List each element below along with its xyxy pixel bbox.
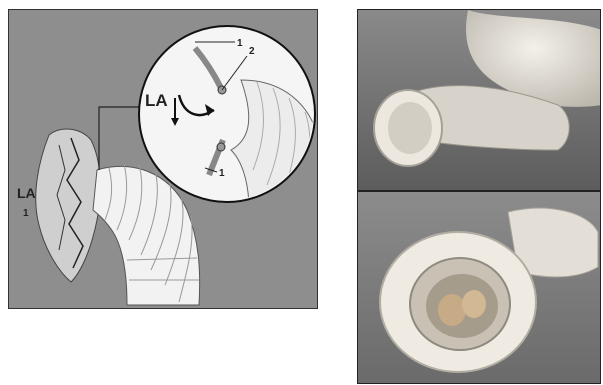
photo-top-svg — [358, 10, 601, 191]
suture-knot-bottom — [217, 143, 225, 151]
graft-flange-inner — [388, 102, 432, 154]
surgical-diagram: LA 1 LA 1 2 1 — [8, 9, 318, 309]
left-atrium-tissue — [36, 129, 101, 282]
label-1-left: 1 — [23, 208, 29, 219]
photo-flanged-graft-side — [357, 9, 601, 191]
photo-flanged-graft-end — [357, 191, 601, 384]
label-la-zoom: LA — [145, 91, 168, 110]
tissue-lobe-1 — [438, 294, 466, 326]
diagram-svg: LA 1 LA 1 2 1 — [9, 10, 318, 309]
zoom-connector — [99, 107, 139, 170]
label-1-top: 1 — [237, 38, 243, 49]
label-2: 2 — [249, 46, 255, 57]
label-la-main: LA — [17, 185, 36, 201]
photo-bottom-svg — [358, 192, 601, 384]
tissue-lobe-2 — [462, 290, 486, 318]
label-1-bottom: 1 — [219, 168, 225, 179]
